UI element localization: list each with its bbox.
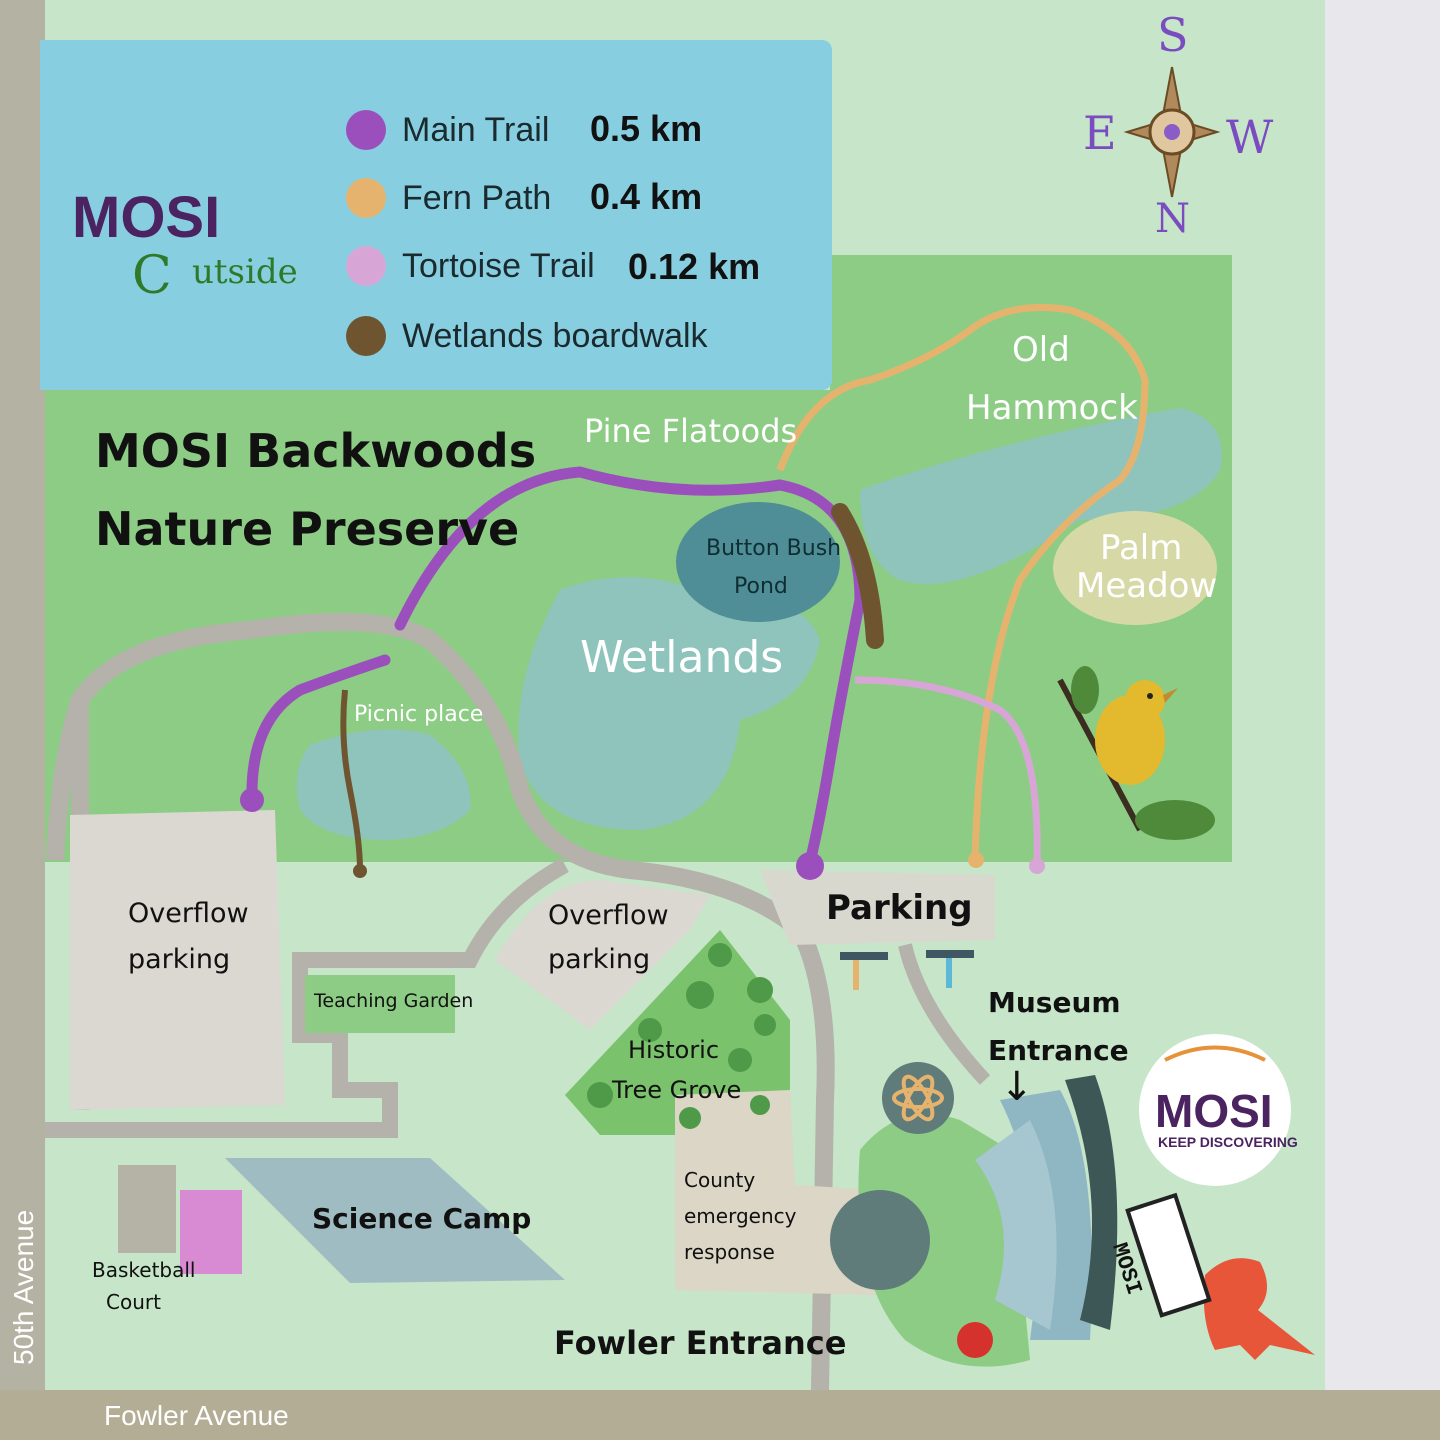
label-old-hammock: Old — [1012, 330, 1070, 370]
label-wetlands: Wetlands — [580, 632, 784, 683]
arrow-down-icon: ↓ — [1000, 1064, 1034, 1110]
label-pine-flatwoods: Pine Flatoods — [584, 412, 798, 450]
red-sphere-icon — [957, 1322, 993, 1358]
legend-distance: 0.12 km — [628, 246, 761, 287]
label-palm-meadow-2: Meadow — [1076, 566, 1218, 606]
mosi-badge — [1139, 1034, 1291, 1186]
legend-row-main-trail: Main Trail — [346, 110, 549, 150]
label-overflow-mid-2: parking — [548, 944, 651, 975]
dinosaur-icon — [1203, 1258, 1315, 1360]
label-basketball: Basketball — [92, 1258, 196, 1282]
mosi-sign — [1125, 1192, 1212, 1318]
map-title-line1: MOSI Backwoods — [95, 424, 537, 478]
label-palm-meadow: Palm — [1100, 528, 1183, 568]
parking-lot — [760, 870, 995, 945]
main-trail-west — [246, 654, 391, 806]
label-historic: Historic — [628, 1036, 720, 1064]
yellow-bird-icon — [1057, 666, 1215, 840]
wetlands-water — [518, 577, 820, 830]
label-response: response — [684, 1240, 775, 1264]
basketball-court — [118, 1165, 176, 1253]
road-label-fowler: Fowler Avenue — [104, 1400, 289, 1431]
legend-row-tortoise-trail: Tortoise Trail — [346, 246, 595, 286]
label-button-bush: Button Bush — [706, 536, 842, 561]
atom-icon — [882, 1062, 954, 1134]
label-science-camp: Science Camp — [312, 1202, 532, 1235]
badge-mosi: MOSI — [1155, 1085, 1273, 1137]
logo-outside: utside — [192, 252, 298, 292]
main-trail — [394, 466, 866, 868]
label-teaching-garden: Teaching Garden — [314, 990, 474, 1012]
legend-distance: 0.4 km — [590, 176, 703, 217]
tortoise-trail — [854, 676, 1041, 867]
science-camp-area — [225, 1158, 565, 1283]
label-parking: Parking — [826, 888, 973, 928]
label-old-hammock-2: Hammock — [966, 388, 1138, 428]
old-hammock-water — [860, 408, 1222, 584]
legend-name: Tortoise Trail — [402, 246, 595, 285]
legend-distance: 0.5 km — [590, 108, 703, 149]
logo-o-icon: C — [132, 246, 172, 306]
label-picnic-place: Picnic place — [354, 702, 484, 727]
legend-name: Main Trail — [402, 110, 550, 149]
overflow-parking-middle — [495, 880, 710, 1030]
label-overflow-left: Overflow — [128, 898, 249, 929]
road-fowler-avenue — [0, 1390, 1440, 1440]
palm-meadow — [1053, 511, 1217, 625]
museum-dome — [830, 1190, 930, 1290]
label-court: Court — [106, 1290, 161, 1314]
badge-tagline: KEEP DISCOVERING — [1158, 1134, 1298, 1150]
road-label-50th: 50th Avenue — [8, 1209, 39, 1365]
road-50th-avenue — [0, 0, 45, 1440]
legend-row-fern-path: Fern Path — [346, 178, 551, 218]
map-title-line2: Nature Preserve — [95, 502, 520, 556]
legend-name: Wetlands boardwalk — [402, 316, 708, 355]
label-museum: Museum — [988, 986, 1121, 1019]
compass-w: W — [1226, 110, 1274, 164]
fern-path-dot — [346, 178, 386, 218]
compass-rose-icon — [1123, 66, 1221, 198]
label-fowler-entrance: Fowler Entrance — [554, 1324, 847, 1362]
button-bush-pond — [676, 502, 840, 622]
wetlands-boardwalk — [831, 503, 884, 649]
main-trail-dot — [346, 110, 386, 150]
pink-court — [180, 1190, 242, 1274]
teaching-garden — [305, 975, 455, 1033]
legend-name: Fern Path — [402, 178, 552, 217]
compass-n: N — [1155, 196, 1190, 242]
fern-path — [776, 304, 1149, 861]
logo-mosi: MOSI — [72, 185, 221, 250]
compass-e: E — [1083, 106, 1117, 160]
label-entrance: Entrance — [988, 1034, 1129, 1067]
label-overflow-mid: Overflow — [548, 900, 669, 931]
picnic-boardwalk — [340, 689, 363, 871]
legend-panel: Main Trail 0.5 km Fern Path 0.4 km Torto… — [40, 40, 832, 390]
label-overflow-left-2: parking — [128, 944, 231, 975]
tortoise-trail-dot — [346, 246, 386, 286]
label-tree-grove: Tree Grove — [612, 1076, 742, 1104]
legend-row-wetlands-boardwalk: Wetlands boardwalk — [346, 316, 708, 356]
county-building — [675, 1090, 880, 1295]
label-button-bush-pond: Pond — [734, 574, 788, 599]
label-emergency: emergency — [684, 1204, 797, 1228]
lamp-icon — [840, 950, 974, 990]
picnic-water — [296, 729, 471, 840]
overflow-parking-left — [70, 810, 285, 1110]
label-county: County — [684, 1168, 756, 1192]
historic-tree-grove — [565, 930, 790, 1135]
compass-s: S — [1157, 8, 1189, 62]
museum-hall-inner — [975, 1120, 1057, 1330]
boardwalk-dot — [346, 316, 386, 356]
